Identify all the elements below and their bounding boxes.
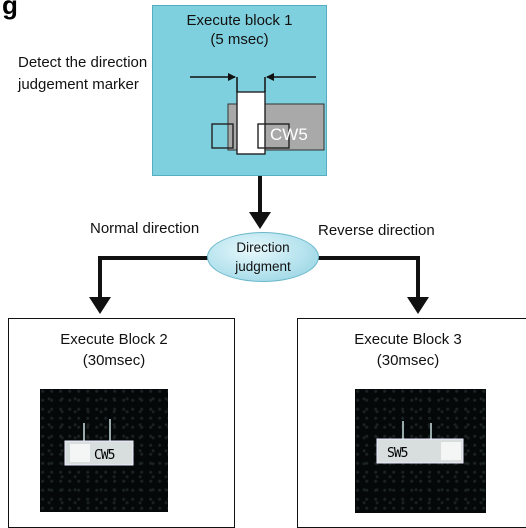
block3-camera-image: SW5 <box>355 389 486 513</box>
block1-title: Execute block 1 (5 msec) <box>152 11 327 49</box>
detect-label-line1: Detect the direction <box>18 54 148 71</box>
block2-title-line1: Execute Block 2 <box>60 331 168 348</box>
normal-direction-label: Normal direction <box>90 220 200 237</box>
arrow-head-block1 <box>249 212 271 229</box>
flow-arrows <box>89 176 429 314</box>
direction-judgment-text: Direction judgment <box>207 238 319 276</box>
block3-title-line2: (30msec) <box>376 352 440 369</box>
block2-title-line2: (30msec) <box>82 352 146 369</box>
decision-line1: Direction <box>236 240 290 255</box>
detect-label-line2: judgement marker <box>18 76 139 93</box>
block2-image-text: CW5 <box>94 448 115 463</box>
block2-title: Execute Block 2 (30msec) <box>8 329 220 371</box>
heading-fragment: g <box>2 0 18 20</box>
block1-marker-text: CW5 <box>270 125 308 144</box>
arrow-head-normal <box>89 297 111 314</box>
block3-title: Execute Block 3 (30msec) <box>297 329 519 371</box>
direction-marker-drawing: CW5 <box>190 73 325 155</box>
decision-line2: judgment <box>235 259 291 274</box>
reverse-direction-label: Reverse direction <box>318 222 435 239</box>
direction-judgment-node <box>207 232 319 282</box>
detect-marker-label: Detect the direction judgement marker <box>18 52 147 96</box>
arrow-head-reverse <box>407 297 429 314</box>
block2-camera-image: CW5 <box>40 389 168 512</box>
block3-title-line1: Execute Block 3 <box>354 331 462 348</box>
block1-title-line2: (5 msec) <box>210 31 269 48</box>
block3-image-text: SW5 <box>387 446 408 461</box>
block1-title-line1: Execute block 1 <box>186 12 293 29</box>
